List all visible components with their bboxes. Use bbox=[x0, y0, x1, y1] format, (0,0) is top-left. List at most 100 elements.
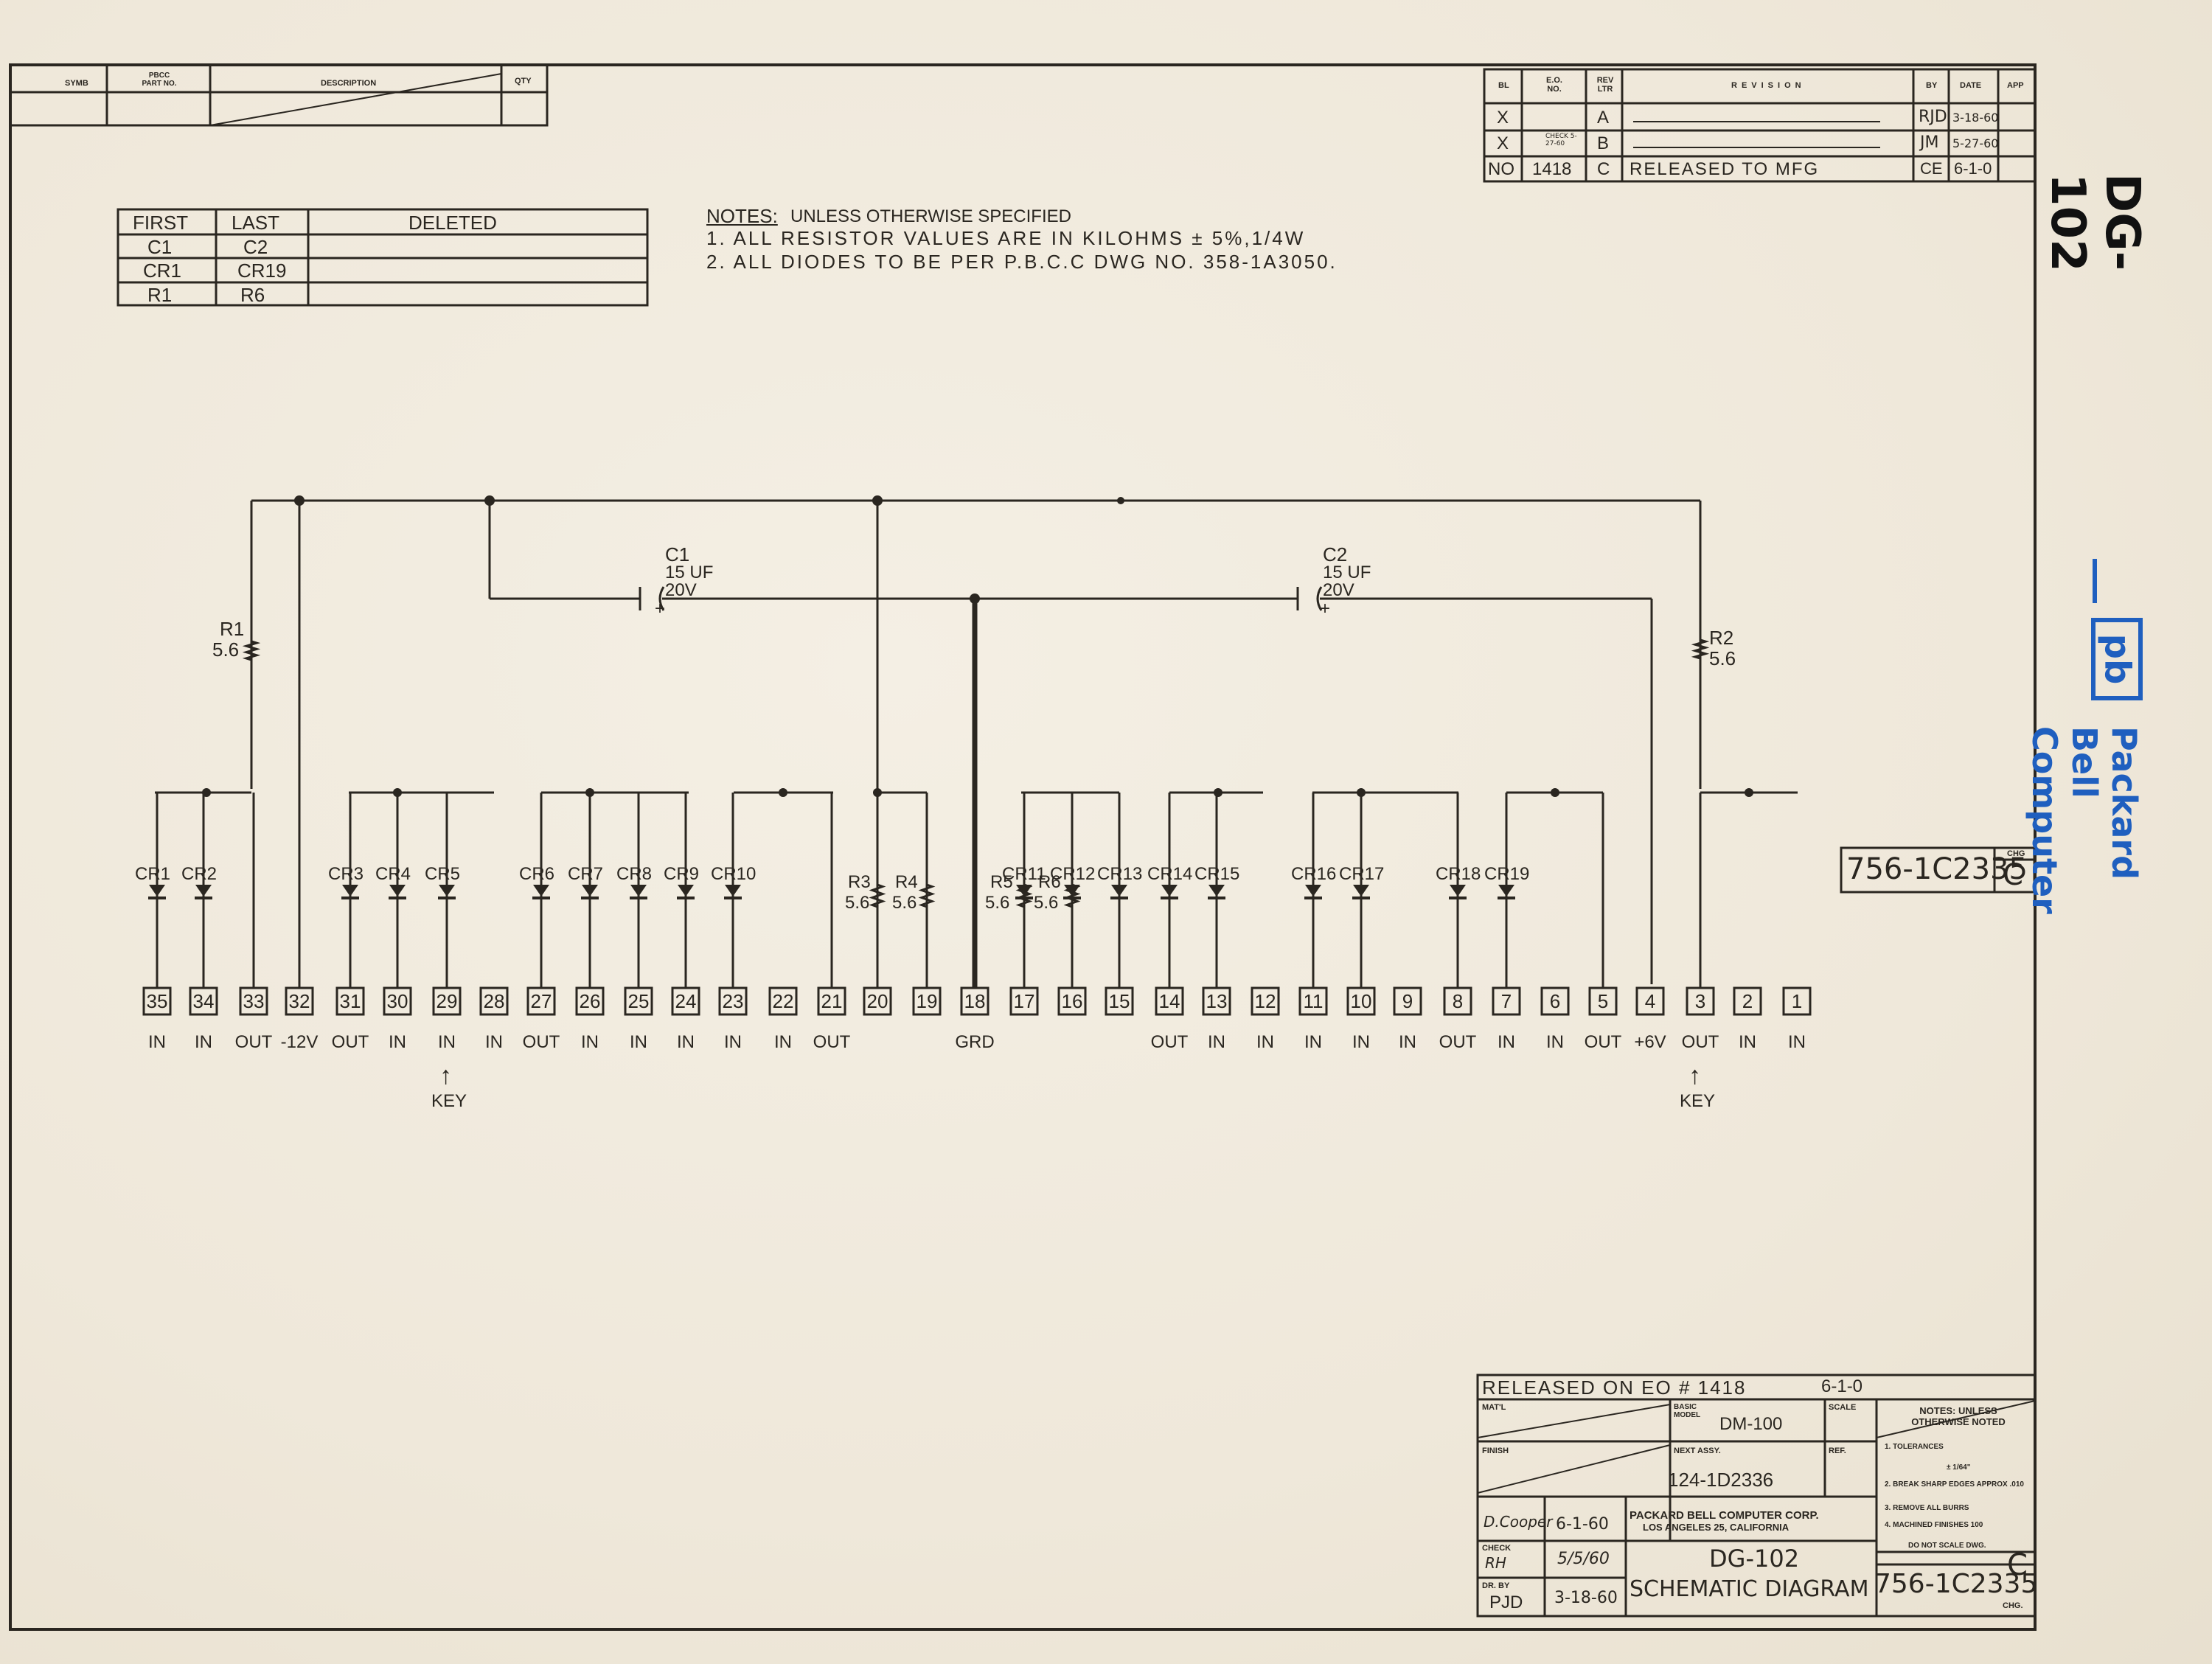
c1-plus: + bbox=[655, 599, 666, 619]
key-arrow-right: ↑ bbox=[1688, 1062, 1701, 1090]
c1-voltage: 20V bbox=[665, 580, 697, 600]
junction-dot bbox=[1551, 788, 1559, 797]
pin-number: 27 bbox=[530, 990, 552, 1012]
deleted-cr-last: CR19 bbox=[237, 260, 287, 282]
tb-finish-label: FINISH bbox=[1482, 1447, 1509, 1455]
pin-number: 8 bbox=[1452, 990, 1464, 1012]
pin-function-label: IN bbox=[581, 1032, 599, 1052]
key-arrow-left: ↑ bbox=[439, 1062, 452, 1090]
rev-header-app: APP bbox=[2007, 81, 2024, 90]
pin-number: 24 bbox=[675, 990, 697, 1012]
pin-function-label: OUT bbox=[331, 1032, 369, 1052]
r6-value: 5.6 bbox=[1034, 893, 1059, 913]
rev-row-b-date: 5-27-60 bbox=[1952, 136, 1999, 150]
resistor-symbol bbox=[1015, 877, 1033, 914]
pin-box bbox=[1540, 986, 1570, 1016]
pin-number: 12 bbox=[1254, 990, 1276, 1012]
tb-note-1: 1. TOLERANCES bbox=[1885, 1443, 1944, 1451]
tb-drby-date: 3-18-60 bbox=[1554, 1589, 1618, 1607]
pin-box bbox=[1733, 986, 1762, 1016]
diode-label: CR7 bbox=[568, 864, 604, 884]
diode-symbol bbox=[1110, 793, 1128, 988]
tb-chg: C bbox=[2007, 1548, 2028, 1582]
tb-check-signature: RH bbox=[1485, 1554, 1506, 1572]
diode-label: CR9 bbox=[664, 864, 700, 884]
tb-basic-model: DM-100 bbox=[1719, 1414, 1783, 1434]
diode-symbol bbox=[532, 793, 550, 988]
tb-check-date: 5/5/60 bbox=[1557, 1550, 1610, 1568]
pin-function-label: OUT bbox=[1584, 1032, 1622, 1052]
diode-symbol bbox=[1449, 793, 1467, 988]
side-chg-value: C bbox=[2003, 858, 2023, 892]
deleted-header-first: FIRST bbox=[133, 212, 189, 234]
diode-label: CR6 bbox=[519, 864, 555, 884]
tb-check-label: CHECK bbox=[1482, 1544, 1512, 1553]
resistor-symbol bbox=[242, 634, 261, 667]
r3-ref: R3 bbox=[848, 872, 871, 892]
tb-note-2: 2. BREAK SHARP EDGES APPROX .010 bbox=[1885, 1480, 2024, 1489]
r5-ref: R5 bbox=[990, 872, 1013, 892]
tb-note-3: 3. REMOVE ALL BURRS bbox=[1885, 1504, 1969, 1512]
blue-bar bbox=[2093, 559, 2097, 603]
diode-label: CR18 bbox=[1436, 864, 1481, 884]
pin-number: 21 bbox=[821, 990, 843, 1012]
rev-header-revltr: REV LTR bbox=[1596, 76, 1614, 94]
r5-value: 5.6 bbox=[985, 893, 1010, 913]
pin-box bbox=[1782, 986, 1812, 1016]
component-symbols bbox=[148, 501, 1710, 988]
diode-label: CR2 bbox=[181, 864, 218, 884]
junction-dot bbox=[1745, 788, 1753, 797]
diode-label: CR11 bbox=[1002, 864, 1046, 884]
pin-function-label: IN bbox=[195, 1032, 212, 1052]
pin-number: 31 bbox=[339, 990, 361, 1012]
tb-note-4: 4. MACHINED FINISHES 100 bbox=[1885, 1521, 1983, 1529]
diode-label: CR3 bbox=[328, 864, 364, 884]
rev-header-revision: REVISION bbox=[1731, 81, 1806, 90]
resistor-symbol bbox=[1063, 877, 1081, 914]
r1-value: 5.6 bbox=[212, 638, 240, 661]
pin-number: 26 bbox=[579, 990, 601, 1012]
parts-header-partno: PBCC PART NO. bbox=[142, 72, 177, 88]
pin-function-label: OUT bbox=[1439, 1032, 1477, 1052]
pin-function-label: OUT bbox=[813, 1032, 851, 1052]
r1-ref: R1 bbox=[220, 618, 245, 640]
deleted-r-last: R6 bbox=[240, 284, 265, 306]
rev-row-b-bl: X bbox=[1497, 133, 1509, 153]
tb-released-date: 6-1-0 bbox=[1821, 1376, 1863, 1396]
diode-label: CR19 bbox=[1484, 864, 1530, 884]
diode-symbol bbox=[389, 793, 406, 988]
diode-symbol bbox=[1352, 793, 1370, 988]
rev-row-a-by: RJD bbox=[1919, 108, 1947, 126]
rev-row-c-eo: 1418 bbox=[1532, 159, 1572, 179]
junction-dot bbox=[779, 788, 787, 797]
junction-dot bbox=[872, 495, 883, 506]
pin-function-label: -12V bbox=[280, 1032, 319, 1052]
tb-next-assy: 124-1D2336 bbox=[1668, 1469, 1774, 1491]
pin-box bbox=[479, 986, 509, 1016]
diode-symbol bbox=[438, 793, 456, 988]
tb-title-1: DG-102 bbox=[1709, 1545, 1800, 1573]
pin-function-label: IN bbox=[630, 1032, 647, 1052]
diode-label: CR1 bbox=[135, 864, 171, 884]
pin-number: 13 bbox=[1206, 990, 1228, 1012]
pin-number: 15 bbox=[1108, 990, 1130, 1012]
tb-matl-label: MAT'L bbox=[1482, 1403, 1506, 1412]
pin-number: 16 bbox=[1061, 990, 1083, 1012]
diode-symbol bbox=[630, 793, 647, 988]
pin-function-label: IN bbox=[148, 1032, 166, 1052]
pin-number: 10 bbox=[1350, 990, 1372, 1012]
rev-row-c-rev: C bbox=[1597, 159, 1610, 179]
r4-ref: R4 bbox=[895, 872, 918, 892]
rev-header-by: BY bbox=[1926, 81, 1938, 90]
diode-symbol bbox=[1161, 793, 1178, 988]
tb-next-assy-label: NEXT ASSY. bbox=[1674, 1447, 1721, 1455]
pin-number: 3 bbox=[1694, 990, 1706, 1012]
resistor-symbol bbox=[1691, 633, 1710, 666]
diode-symbol bbox=[1304, 793, 1322, 988]
tb-dwg-no: 756-1C2335 bbox=[1874, 1569, 2038, 1599]
rev-row-b-rev: B bbox=[1597, 133, 1610, 153]
notes-item-2: 2. ALL DIODES TO BE PER P.B.C.C DWG NO. … bbox=[706, 251, 1338, 273]
rev-row-a-rev: A bbox=[1597, 108, 1610, 128]
key-label-left: KEY bbox=[431, 1091, 467, 1111]
rev-row-a-date: 3-18-60 bbox=[1952, 111, 1999, 125]
